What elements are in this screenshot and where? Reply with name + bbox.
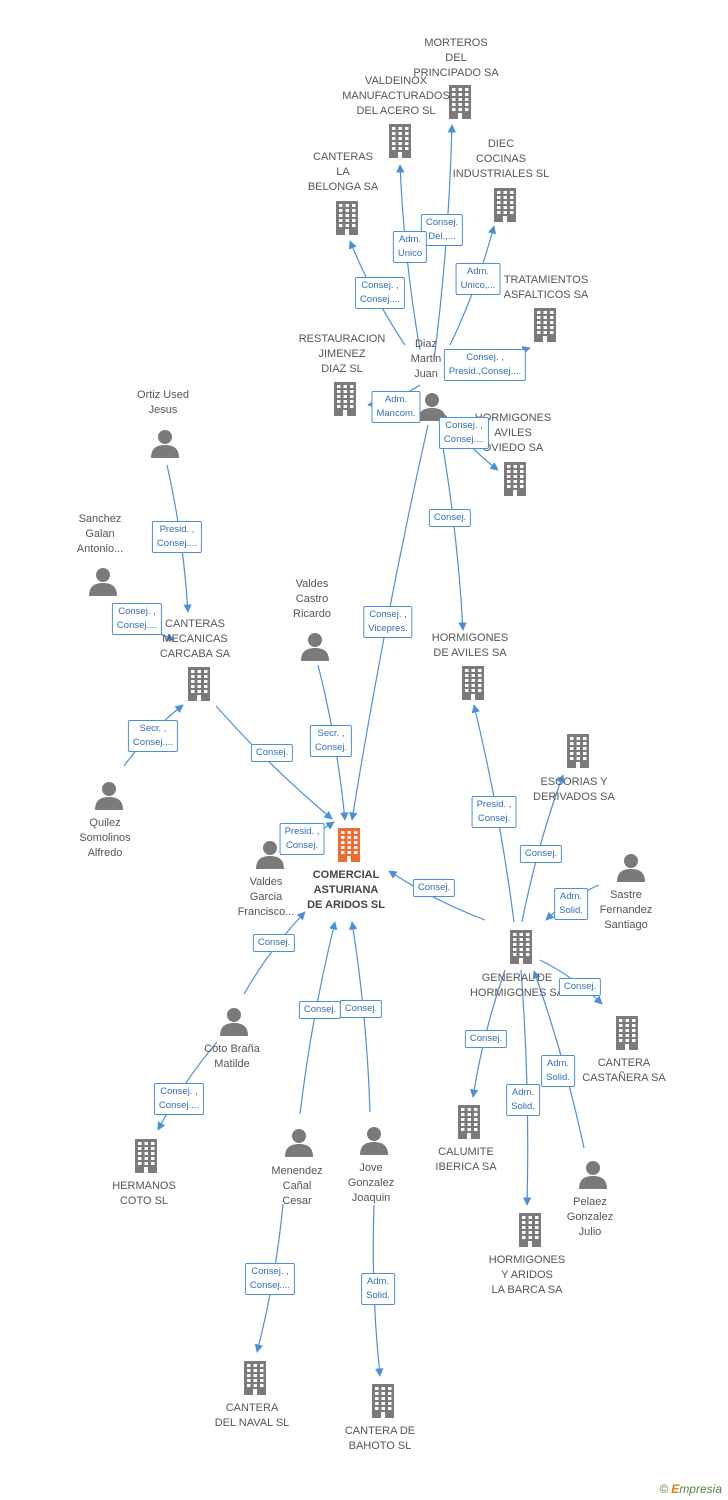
- edge-label-diaz_martin-to-morteros[interactable]: Consej. Del.,...: [420, 214, 464, 246]
- building-icon-calumite[interactable]: [456, 1105, 482, 1144]
- edge-general_hormigones-to-comercial: [388, 870, 486, 921]
- edge-label-coto-to-hermanos_coto[interactable]: Consej. , Consej....: [153, 1083, 205, 1115]
- building-icon-hormigones_aviles_oviedo[interactable]: [502, 462, 528, 501]
- edge-label-general_hormigones-to-comercial[interactable]: Consej.: [412, 879, 456, 897]
- edge-label-ortiz-to-canteras_mecanicas[interactable]: Presid. , Consej....: [151, 521, 203, 553]
- edge-label-jove-to-cantera_bahoto[interactable]: Adm. Solid.: [361, 1273, 395, 1305]
- person-icon-sanchez[interactable]: [88, 566, 118, 601]
- node-label-hermanos_coto[interactable]: HERMANOS COTO SL: [112, 1180, 176, 1207]
- node-label-valdes_garcia[interactable]: Valdes Garcia Francisco...: [237, 876, 295, 918]
- edge-label-general_hormigones-to-cantera_castanera[interactable]: Consej.: [558, 978, 602, 996]
- person-icon-coto[interactable]: [219, 1006, 249, 1041]
- person-icon-quilez[interactable]: [94, 780, 124, 815]
- edge-label-diaz_martin-to-tratamientos[interactable]: Consej. , Presid.,Consej....: [443, 349, 527, 381]
- node-label-escorias[interactable]: ESCORIAS Y DERIVADOS SA: [533, 776, 615, 803]
- edge-label-general_hormigones-to-escorias[interactable]: Consej.: [519, 845, 563, 863]
- node-label-valdes_castro[interactable]: Valdes Castro Ricardo: [293, 578, 331, 620]
- node-label-calumite[interactable]: CALUMITE IBERICA SA: [435, 1146, 497, 1173]
- person-icon-valdes_garcia[interactable]: [255, 839, 285, 874]
- building-icon-valdeinox[interactable]: [387, 124, 413, 163]
- person-icon-jove[interactable]: [359, 1125, 389, 1160]
- building-icon-general_hormigones[interactable]: [508, 930, 534, 969]
- building-icon-canteras_mecanicas[interactable]: [186, 667, 212, 706]
- building-icon-hormigones_aviles[interactable]: [460, 666, 486, 705]
- person-icon-ortiz[interactable]: [150, 428, 180, 463]
- building-icon-escorias[interactable]: [565, 734, 591, 773]
- edge-diaz_martin-to-hormigones_aviles: [439, 429, 467, 631]
- edge-label-diaz_martin-to-diec[interactable]: Adm. Unico,...: [455, 263, 501, 295]
- person-icon-pelaez[interactable]: [578, 1159, 608, 1194]
- node-label-jove[interactable]: Jove Gonzalez Joaquin: [347, 1162, 395, 1204]
- edge-label-valdes_castro-to-comercial[interactable]: Secr. , Consej.: [309, 725, 353, 757]
- edge-label-general_hormigones-to-hormigones_aviles[interactable]: Presid. , Consej.: [471, 796, 517, 828]
- node-label-quilez[interactable]: Quilez Somolinos Alfredo: [79, 817, 131, 859]
- node-label-valdeinox[interactable]: VALDEINOX MANUFACTURADOS DEL ACERO SL: [342, 75, 450, 117]
- node-label-comercial[interactable]: COMERCIAL ASTURIANA DE ARIDOS SL: [307, 869, 385, 911]
- node-label-cantera_castanera[interactable]: CANTERA CASTAÑERA SA: [582, 1057, 666, 1084]
- node-label-sanchez[interactable]: Sanchez Galan Antonio...: [76, 513, 124, 555]
- edge-label-menendez-to-cantera_naval[interactable]: Consej. , Consej....: [244, 1263, 296, 1295]
- edge-label-diaz_martin-to-comercial[interactable]: Consej. , Vicepres.: [363, 606, 413, 638]
- node-label-ortiz[interactable]: Ortiz Used Jesus: [137, 389, 189, 416]
- edge-label-quilez-to-canteras_mecanicas[interactable]: Secr. , Consej....: [127, 720, 179, 752]
- building-icon-hermanos_coto[interactable]: [133, 1139, 159, 1178]
- building-icon-tratamientos[interactable]: [532, 308, 558, 347]
- edge-label-general_hormigones-to-calumite[interactable]: Consej.: [464, 1030, 508, 1048]
- edge-label-diaz_martin-to-canteras_la_belonga[interactable]: Consej. , Consej....: [354, 277, 406, 309]
- edge-label-jove-to-comercial[interactable]: Consej.: [339, 1000, 383, 1018]
- person-icon-menendez[interactable]: [284, 1127, 314, 1162]
- node-label-sastre[interactable]: Sastre Fernandez Santiago: [599, 889, 653, 931]
- edge-coto-to-valdes_garcia: [243, 911, 306, 995]
- edge-label-sastre-to-general_hormigones[interactable]: Adm. Solid.: [554, 888, 588, 920]
- edge-label-menendez-to-comercial[interactable]: Consej.: [298, 1001, 342, 1019]
- edge-label-general_hormigones-to-hormigones_barca[interactable]: Adm. Solid.: [506, 1084, 540, 1116]
- node-label-restauracion[interactable]: RESTAURACION JIMENEZ DIAZ SL: [298, 333, 386, 375]
- edge-label-canteras_mecanicas-to-comercial[interactable]: Consej.: [250, 744, 294, 762]
- building-icon-cantera_naval[interactable]: [242, 1361, 268, 1400]
- node-label-hormigones_aviles_oviedo[interactable]: HORMIGONES AVILES OVIEDO SA: [474, 412, 552, 454]
- brand-name-rest: mpresia: [679, 1482, 722, 1496]
- node-label-tratamientos[interactable]: TRATAMIENTOS ASFALTICOS SA: [503, 274, 589, 301]
- person-icon-valdes_castro[interactable]: [300, 631, 330, 666]
- edge-label-diaz_martin-to-valdeinox[interactable]: Adm. Unico: [392, 231, 428, 263]
- brand-logo: ©Empresia: [659, 1482, 722, 1496]
- node-label-general_hormigones[interactable]: GENERAL DE HORMIGONES SA: [469, 972, 565, 999]
- building-icon-comercial[interactable]: [336, 828, 362, 867]
- node-label-hormigones_barca[interactable]: HORMIGONES Y ARIDOS LA BARCA SA: [488, 1254, 566, 1296]
- building-icon-canteras_la_belonga[interactable]: [334, 201, 360, 240]
- building-icon-cantera_castanera[interactable]: [614, 1016, 640, 1055]
- edge-label-pelaez-to-general_hormigones[interactable]: Adm. Solid.: [541, 1055, 575, 1087]
- edge-label-sanchez-to-canteras_mecanicas[interactable]: Consej. , Consej....: [111, 603, 163, 635]
- node-label-morteros[interactable]: MORTEROS DEL PRINCIPADO SA: [413, 37, 499, 79]
- node-label-hormigones_aviles[interactable]: HORMIGONES DE AVILES SA: [431, 632, 509, 659]
- edge-label-diaz_martin-to-hormigones_aviles[interactable]: Consej.: [428, 509, 472, 527]
- edge-label-valdes_garcia-to-comercial[interactable]: Presid. , Consej.: [279, 823, 325, 855]
- building-icon-cantera_bahoto[interactable]: [370, 1384, 396, 1423]
- building-icon-restauracion[interactable]: [332, 382, 358, 421]
- node-label-canteras_la_belonga[interactable]: CANTERAS LA BELONGA SA: [307, 151, 379, 193]
- node-label-cantera_bahoto[interactable]: CANTERA DE BAHOTO SL: [344, 1425, 416, 1452]
- node-label-cantera_naval[interactable]: CANTERA DEL NAVAL SL: [214, 1402, 290, 1429]
- edge-label-diaz_martin-to-restauracion[interactable]: Adm. Mancom.: [371, 391, 421, 423]
- node-label-diec[interactable]: DIEC COCINAS INDUSTRIALES SL: [452, 138, 550, 180]
- edge-label-diaz_martin-to-hormigones_aviles_oviedo[interactable]: Consej. , Consej....: [438, 417, 490, 449]
- node-label-canteras_mecanicas[interactable]: CANTERAS MECANICAS CARCABA SA: [159, 618, 231, 660]
- node-label-diaz_martin[interactable]: Diaz Martin Juan: [410, 338, 442, 380]
- node-label-menendez[interactable]: Menendez Cañal Cesar: [271, 1165, 323, 1207]
- building-icon-morteros[interactable]: [447, 85, 473, 124]
- person-icon-sastre[interactable]: [616, 852, 646, 887]
- copyright-symbol: ©: [659, 1482, 669, 1496]
- node-label-coto[interactable]: Coto Braña Matilde: [204, 1043, 260, 1070]
- brand-initial: E: [671, 1482, 680, 1496]
- building-icon-hormigones_barca[interactable]: [517, 1213, 543, 1252]
- edge-label-coto-to-valdes_garcia[interactable]: Consej.: [252, 934, 296, 952]
- edge-canteras_mecanicas-to-comercial: [215, 705, 333, 820]
- node-label-pelaez[interactable]: Pelaez Gonzalez Julio: [566, 1196, 614, 1238]
- building-icon-diec[interactable]: [492, 188, 518, 227]
